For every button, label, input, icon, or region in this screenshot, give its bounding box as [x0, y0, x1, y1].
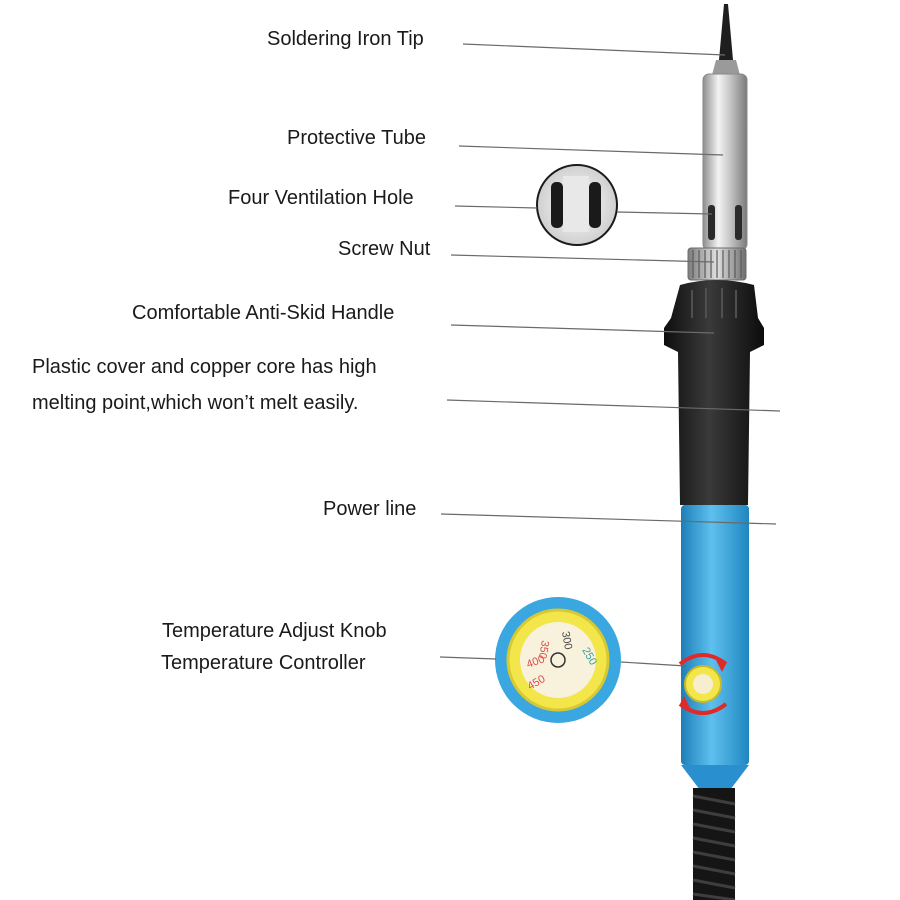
vent-slot	[708, 205, 715, 240]
vent-slot	[735, 205, 742, 240]
label-four-ventilation-hole: Four Ventilation Hole	[228, 187, 414, 209]
dial-scale-label: 400	[525, 653, 546, 671]
rotate-arrow-icon	[678, 702, 728, 715]
ventilation-hole-inset	[536, 164, 618, 246]
barrel-taper	[681, 765, 749, 790]
rotate-arrow-head-icon	[680, 696, 690, 708]
label-plastic-cover-line-1: Plastic cover and copper core has high	[32, 356, 377, 378]
label-temperature-adjust-knob: Temperature Adjust Knob	[162, 620, 387, 642]
label-anti-skid-handle: Comfortable Anti-Skid Handle	[132, 302, 395, 324]
label-protective-tube: Protective Tube	[287, 127, 426, 149]
label-soldering-iron-tip: Soldering Iron Tip	[267, 28, 424, 50]
rotate-arrow-icon	[678, 653, 728, 666]
soldering-tip	[719, 4, 733, 60]
temperature-dial-inset: 250 300 350 400 450	[495, 597, 621, 723]
label-plastic-cover-line-2: melting point,which won’t melt easily.	[32, 392, 359, 414]
label-temperature-controller: Temperature Controller	[161, 652, 366, 674]
rotate-arrow-head-icon	[716, 660, 726, 672]
dial-scale-label: 300	[559, 630, 574, 650]
barrel-dial-face	[693, 674, 713, 694]
label-screw-nut: Screw Nut	[338, 238, 431, 260]
leader-lines	[439, 43, 781, 667]
handle-grip-ridges	[691, 288, 737, 318]
blue-barrel	[681, 505, 749, 765]
dial-scale-label: 350	[536, 639, 551, 659]
anti-skid-handle	[664, 280, 764, 505]
label-power-line: Power line	[323, 498, 417, 520]
power-cord-coil	[692, 788, 736, 900]
tip-holder	[712, 60, 740, 75]
nut-knurling	[692, 250, 742, 278]
